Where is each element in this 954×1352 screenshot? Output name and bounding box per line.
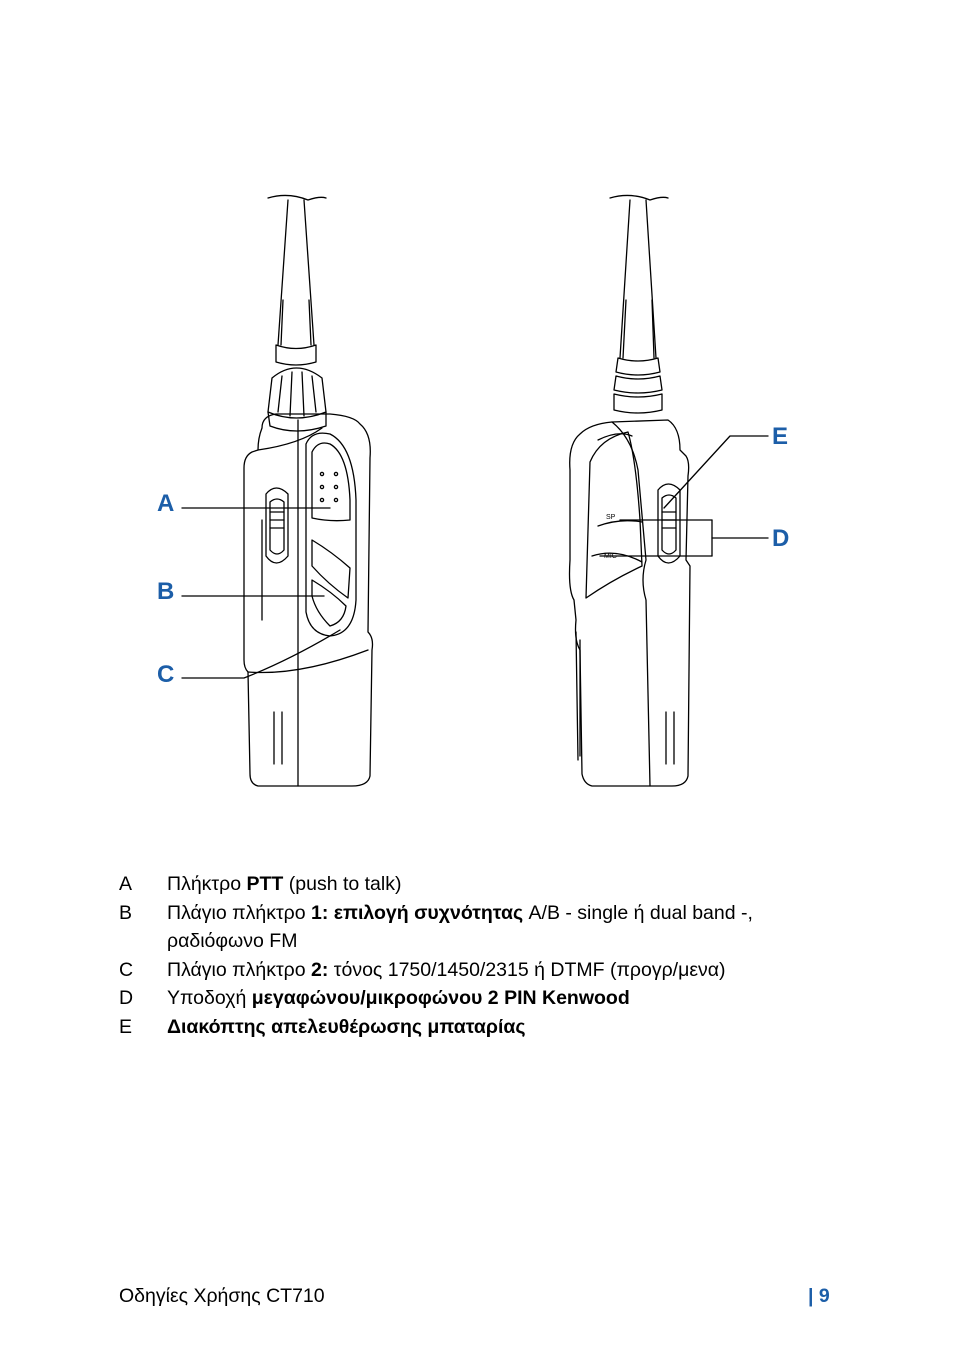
legend-text: Πλήκτρο PTT (push to talk) — [167, 873, 402, 895]
legend-text: Υποδοχή μεγαφώνου/μικροφώνου 2 PIN Kenwo… — [167, 987, 630, 1009]
legend-item: A Πλήκτρο PTT (push to talk) — [119, 870, 849, 899]
footer-title: Οδηγίες Χρήσης CT710 — [119, 1285, 325, 1307]
page-number: | 9 — [808, 1285, 830, 1307]
legend-key: B — [119, 901, 133, 924]
legend-list: A Πλήκτρο PTT (push to talk) B Πλάγιο πλ… — [119, 870, 849, 1041]
legend-item: D Υποδοχή μεγαφώνου/μικροφώνου 2 PIN Ken… — [119, 984, 849, 1013]
radio-illustration: A B C E D SP MIC — [157, 194, 790, 787]
legend-key: A — [119, 873, 133, 895]
legend-text: Διακόπτης απελευθέρωσης μπαταρίας — [167, 1015, 526, 1038]
right-radio — [568, 194, 769, 787]
legend-key: D — [119, 987, 134, 1009]
jack-label-mic: MIC — [604, 553, 617, 560]
legend-text: Πλάγιο πλήκτρο 1: επιλογή συχνότητας A/B… — [167, 901, 753, 953]
callout-e: E — [772, 423, 789, 450]
callout-a: A — [157, 490, 175, 517]
legend-key: E — [119, 1015, 133, 1038]
legend-item: C Πλάγιο πλήκτρο 2: τόνος 1750/1450/2315… — [119, 956, 849, 985]
legend-item: E Διακόπτης απελευθέρωσης μπαταρίας — [119, 1013, 849, 1042]
legend-key: C — [119, 958, 134, 981]
callout-d: D — [772, 525, 790, 552]
left-radio — [181, 194, 374, 787]
legend-item: B Πλάγιο πλήκτρο 1: επιλογή συχνότητας A… — [119, 899, 849, 956]
callout-c: C — [157, 661, 175, 688]
callout-b: B — [157, 578, 175, 605]
jack-label-sp: SP — [606, 514, 616, 521]
legend-text: Πλάγιο πλήκτρο 2: τόνος 1750/1450/2315 ή… — [167, 958, 726, 981]
